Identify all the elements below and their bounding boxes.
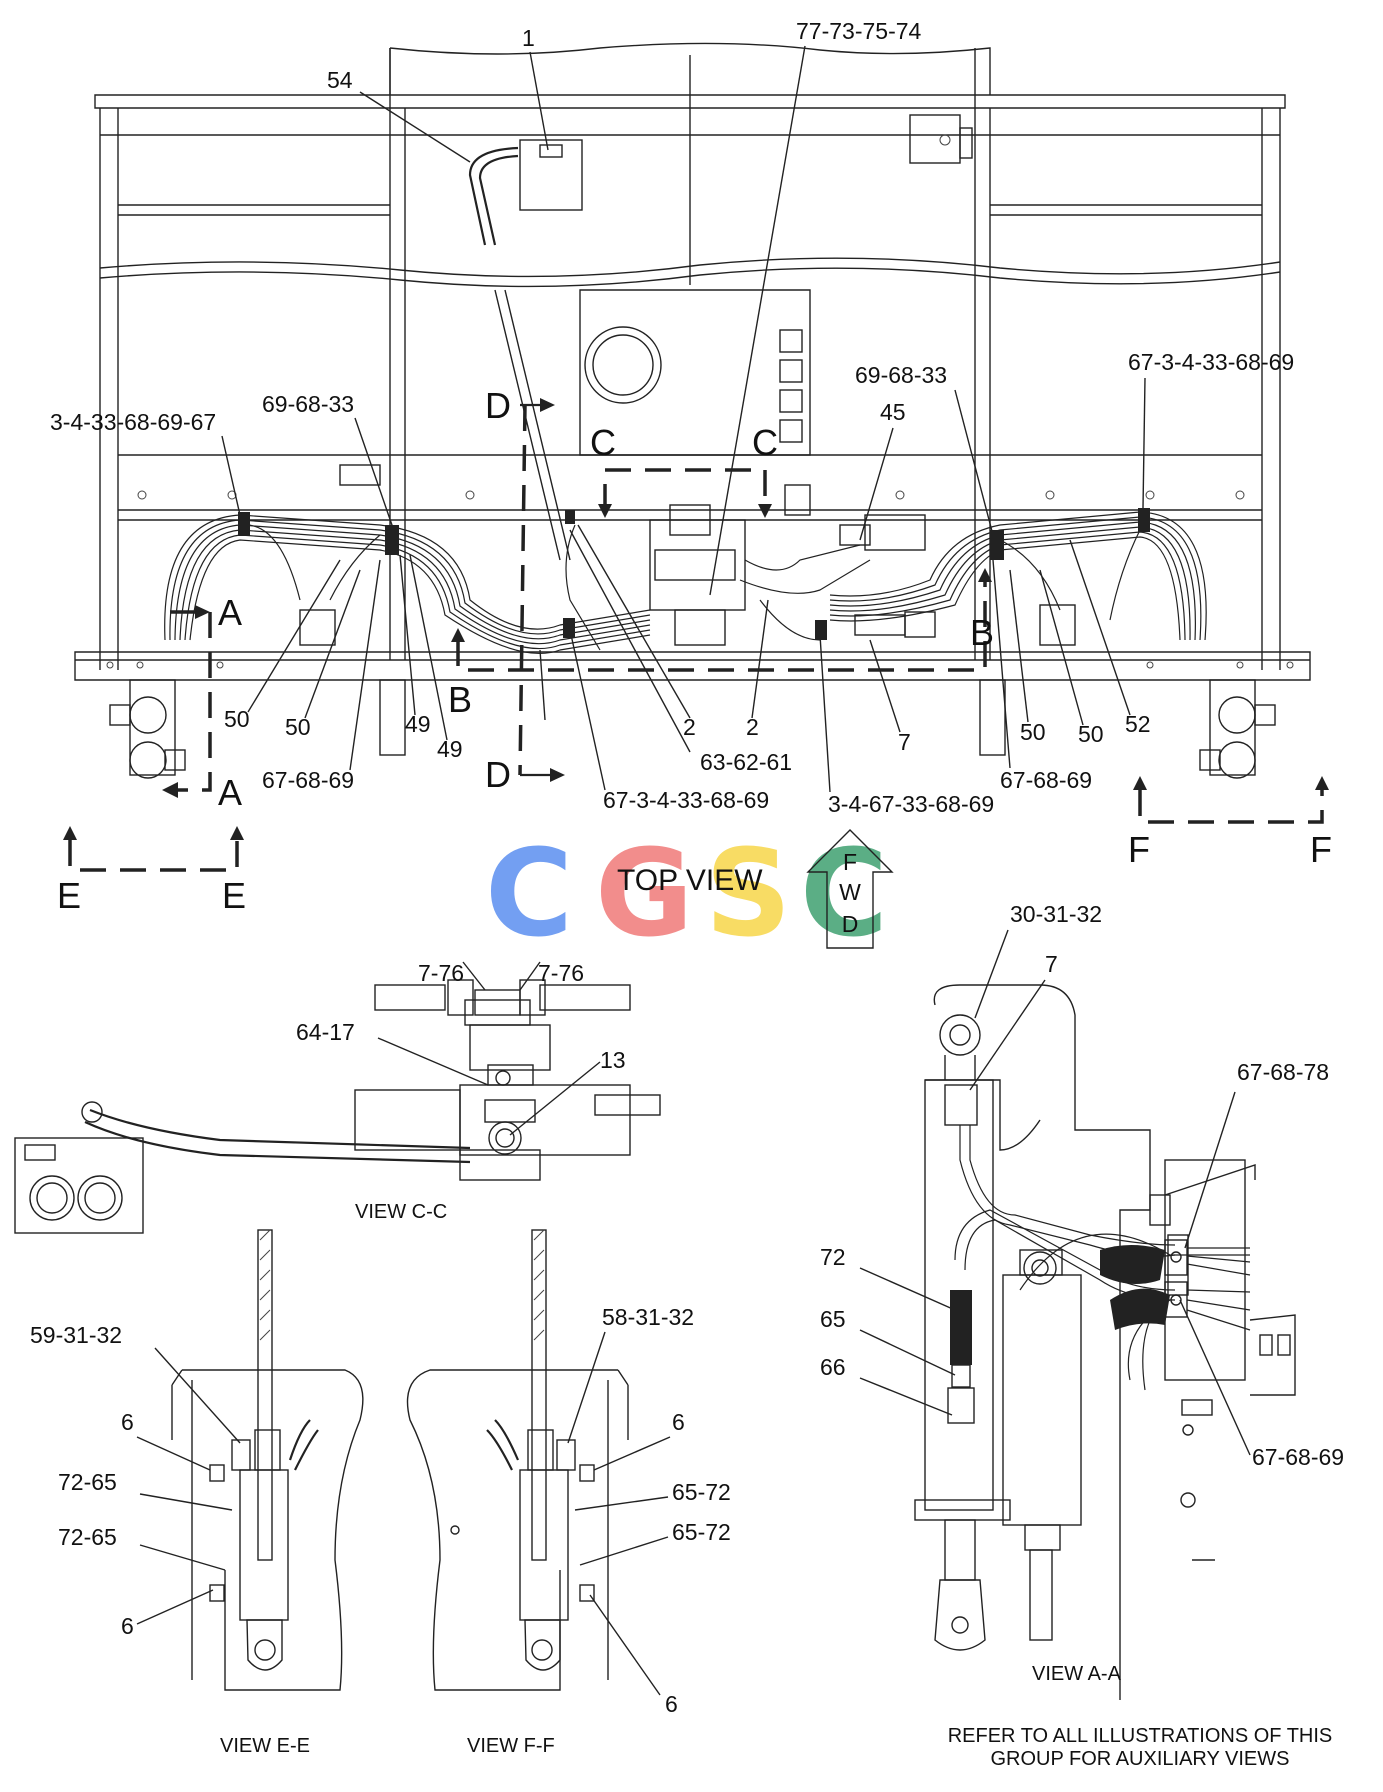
watermark-letter-c1: C xyxy=(485,825,573,964)
callout-50-b: 50 xyxy=(285,714,311,740)
callout-7-76-a: 7-76 xyxy=(418,960,464,986)
callout-7: 7 xyxy=(898,729,911,755)
callout-67-68-78: 67-68-78 xyxy=(1237,1059,1329,1085)
section-letter-c-right: C xyxy=(752,422,778,463)
watermark-letter-g: G xyxy=(595,825,694,964)
callout-64-17: 64-17 xyxy=(296,1019,355,1045)
callout-49-a: 49 xyxy=(405,711,431,737)
callout-2-b: 2 xyxy=(746,714,759,740)
callout-30-31-32: 30-31-32 xyxy=(1010,901,1102,927)
section-letter-e-right: E xyxy=(222,875,246,916)
callout-3-4-33-68-69-67: 3-4-33-68-69-67 xyxy=(50,409,216,435)
callout-72-65-ee-a: 72-65 xyxy=(58,1469,117,1495)
callout-69-68-33-right: 69-68-33 xyxy=(855,362,947,388)
callout-50-a: 50 xyxy=(224,706,250,732)
callout-67-3-4-33-68-69-right: 67-3-4-33-68-69 xyxy=(1128,349,1294,375)
callout-3-4-67-33-68-69: 3-4-67-33-68-69 xyxy=(828,791,994,817)
view-aa-title: VIEW A-A xyxy=(1032,1663,1122,1685)
callout-69-68-33-left: 69-68-33 xyxy=(262,391,354,417)
section-letter-a-bottom: A xyxy=(218,772,242,813)
callout-67-3-4-33-68-69-center: 67-3-4-33-68-69 xyxy=(603,787,769,813)
view-ff-title: VIEW F-F xyxy=(467,1735,555,1757)
callout-52: 52 xyxy=(1125,711,1151,737)
view-ff: 58-31-32 6 65-72 65-72 6 VIEW F-F xyxy=(406,1229,731,1757)
section-letter-f-left: F xyxy=(1128,829,1150,870)
fwd-letter-w: W xyxy=(839,879,861,905)
callout-7-76-b: 7-76 xyxy=(538,960,584,986)
left-wheel xyxy=(109,679,186,779)
section-letter-d-bottom: D xyxy=(485,754,511,795)
callout-54: 54 xyxy=(327,67,353,93)
section-letter-b-left: B xyxy=(448,679,472,720)
fwd-letter-d: D xyxy=(842,911,859,937)
callout-58-31-32: 58-31-32 xyxy=(602,1304,694,1330)
callout-13: 13 xyxy=(600,1047,626,1073)
view-ee-title: VIEW E-E xyxy=(220,1735,310,1757)
callout-59-31-32: 59-31-32 xyxy=(30,1322,122,1348)
top-view-frame xyxy=(74,42,1311,779)
callout-45: 45 xyxy=(880,399,906,425)
callout-65-72-ff-a: 65-72 xyxy=(672,1479,731,1505)
watermark-letter-s: S xyxy=(705,825,791,964)
callout-7-aa: 7 xyxy=(1045,951,1058,977)
section-letter-b-right: B xyxy=(970,612,994,653)
view-ee: 59-31-32 6 72-65 72-65 6 VIEW E-E xyxy=(30,1229,364,1757)
callout-67-68-69-aa: 67-68-69 xyxy=(1252,1444,1344,1470)
section-cut-lines xyxy=(63,398,1329,872)
top-view-callouts: 1 54 77-73-75-74 3-4-33-68-69-67 69-68-3… xyxy=(50,18,1294,817)
callout-65-72-ff-b: 65-72 xyxy=(672,1519,731,1545)
section-letter-c-left: C xyxy=(590,422,616,463)
note-line-2: GROUP FOR AUXILIARY VIEWS xyxy=(991,1748,1290,1770)
view-cc-title: VIEW C-C xyxy=(355,1201,447,1223)
callout-6-ff-bottom: 6 xyxy=(665,1691,678,1717)
callout-50-d: 50 xyxy=(1078,721,1104,747)
section-letter-d-top: D xyxy=(485,385,511,426)
top-view-title: TOP VIEW xyxy=(617,864,763,897)
callout-67-68-69-right: 67-68-69 xyxy=(1000,767,1092,793)
callout-77-73-75-74: 77-73-75-74 xyxy=(796,18,922,44)
view-aa: 30-31-32 7 67-68-78 72 65 66 67-68-69 VI… xyxy=(820,901,1344,1700)
note-line-1: REFER TO ALL ILLUSTRATIONS OF THIS xyxy=(948,1725,1333,1747)
callout-6-ee-top: 6 xyxy=(121,1409,134,1435)
callout-6-ff-top: 6 xyxy=(672,1409,685,1435)
callout-6-ee-bottom: 6 xyxy=(121,1613,134,1639)
section-letter-e-left: E xyxy=(57,875,81,916)
hose-bundle-left xyxy=(164,514,651,655)
section-letter-a-top: A xyxy=(218,592,242,633)
watermark-logo: C G S C xyxy=(485,825,888,964)
fwd-letter-f: F xyxy=(843,849,857,875)
callout-65-aa: 65 xyxy=(820,1306,846,1332)
callout-72-aa: 72 xyxy=(820,1244,846,1270)
callout-67-68-69-left: 67-68-69 xyxy=(262,767,354,793)
callout-49-b: 49 xyxy=(437,736,463,762)
callout-2-a: 2 xyxy=(683,714,696,740)
callout-1: 1 xyxy=(522,25,535,51)
callout-66-aa: 66 xyxy=(820,1354,846,1380)
section-letter-f-right: F xyxy=(1310,829,1332,870)
callout-63-62-61: 63-62-61 xyxy=(700,749,792,775)
view-cc: 7-76 7-76 64-17 13 VIEW C-C xyxy=(14,960,661,1234)
hose-bundle-right xyxy=(829,511,1207,641)
right-wheel xyxy=(1199,679,1276,779)
forward-arrow-icon: F W D xyxy=(806,829,894,949)
callout-50-c: 50 xyxy=(1020,719,1046,745)
callout-72-65-ee-b: 72-65 xyxy=(58,1524,117,1550)
